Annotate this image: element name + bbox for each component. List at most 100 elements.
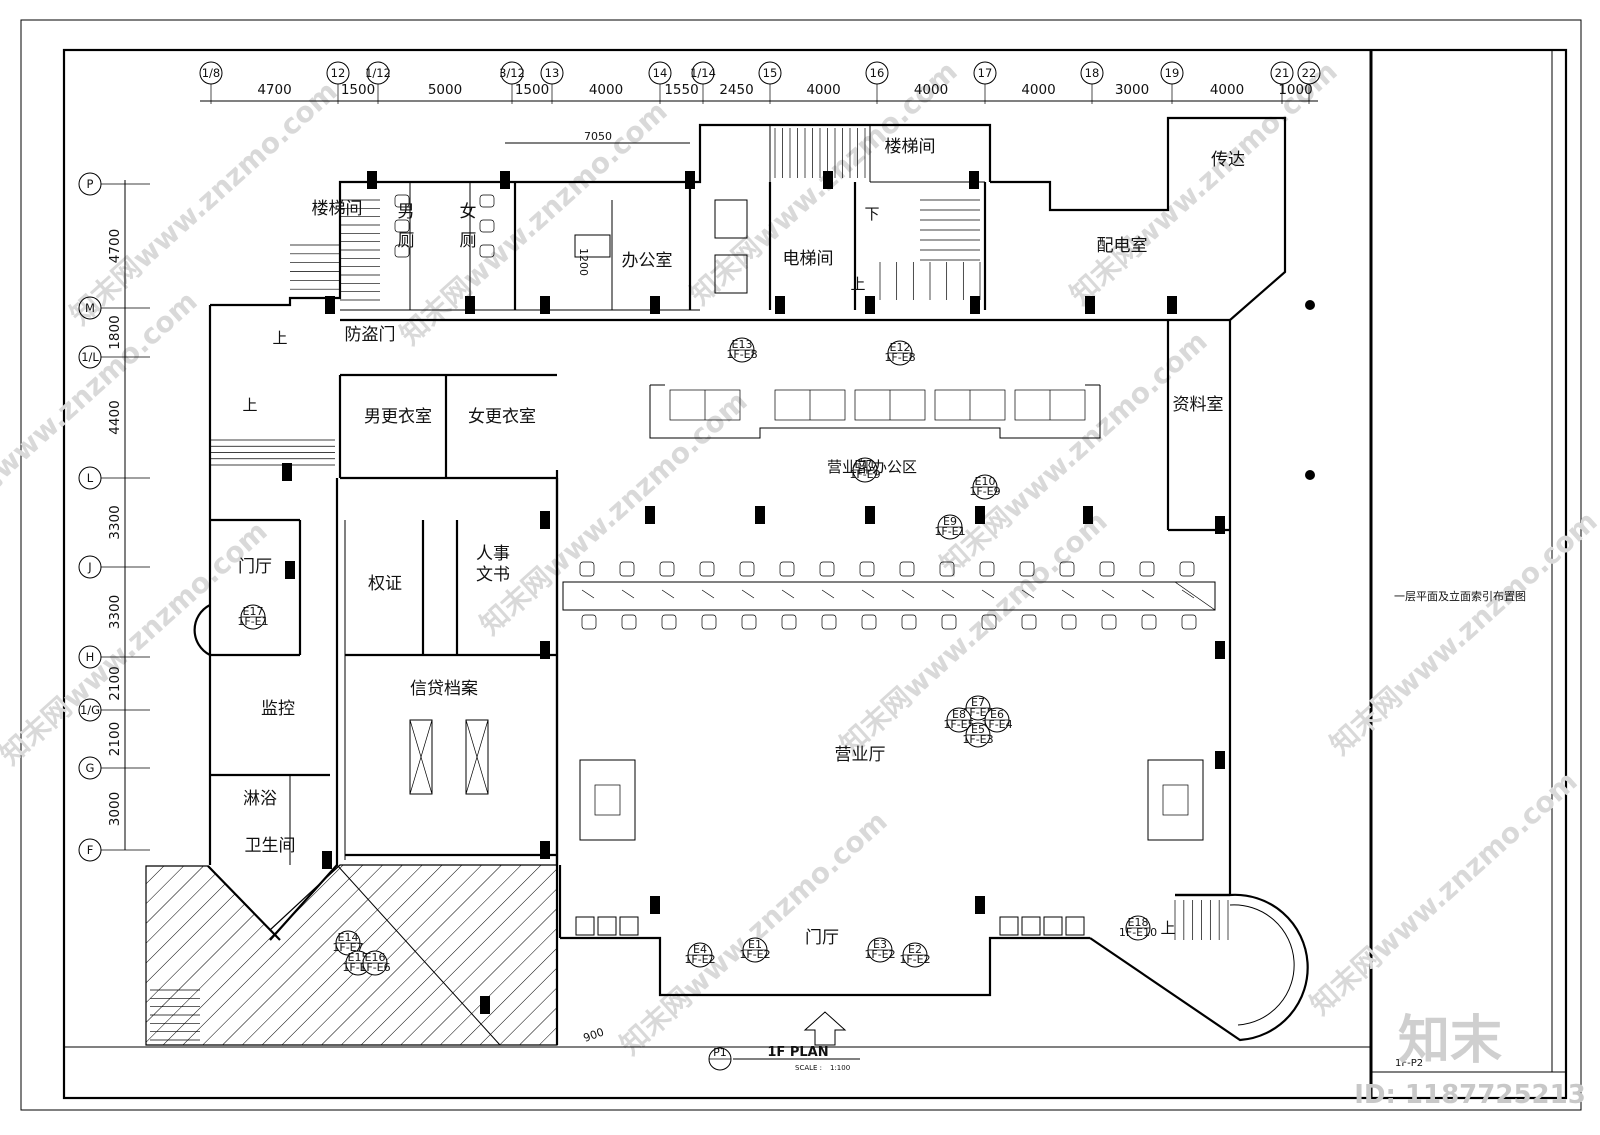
column [500,171,510,189]
column [285,561,295,579]
room-label: 女更衣室 [468,407,536,427]
elevation-tag-id: E7 [971,696,985,709]
room-label: 防盗门 [345,325,396,345]
furniture-layer [394,194,1204,936]
room-label: 女 [460,202,477,222]
room-label: 传达 [1211,150,1245,170]
elevation-tag-id: E11 [855,458,876,471]
teller-chair-customer [1141,614,1157,630]
teller-chair-customer [1021,614,1037,630]
counter-divider [981,589,995,599]
teller-chair-customer [861,614,877,630]
room-label: 门厅 [238,557,272,577]
teller-chair-staff [739,561,755,577]
counter-divider [821,589,835,599]
dimension-top: 1500 [341,82,375,98]
teller-chair-customer [941,614,957,630]
watermark-text: 知末网www.znzmo.com [0,515,274,772]
dimension-top: 3000 [1115,82,1149,98]
column [823,171,833,189]
elevation-tag-sheet: 1F-E8 [884,351,915,364]
counter-divider [1101,589,1115,599]
toilet-fixture [479,244,495,258]
column [322,851,332,869]
column [645,506,655,524]
plan-title: 1F PLAN [767,1045,828,1060]
teller-chair-staff [779,561,795,577]
elevation-tag-id: E3 [873,938,887,951]
dimension-top: 4000 [1210,82,1244,98]
dimension-left: 1800 [107,315,123,349]
watermark-text: 知末网www.znzmo.com [614,805,894,1062]
column [540,641,550,659]
counter-divider [1181,589,1195,599]
counter-divider [781,589,795,599]
dimension-left: 3300 [107,595,123,629]
teller-chair-staff [659,561,675,577]
room-label: 门厅 [805,928,839,948]
room-labels: 楼梯间男厕女厕办公室电梯间楼梯间传达配电室防盗门男更衣室女更衣室营业部办公区资料… [238,137,1245,948]
elevator-car [714,199,748,239]
grid-label-left: 1/L [81,350,99,364]
counter-divider [581,589,595,599]
column [325,296,335,314]
grid-label-left: J [87,560,91,574]
elevation-tag-id: E18 [1128,916,1149,929]
level-mark: 下 [864,205,879,223]
grid-label-left: L [87,471,94,485]
room-label: 男更衣室 [364,407,432,427]
partial-dim-label: 900 [582,1025,606,1044]
column [975,896,985,914]
column [975,506,985,524]
dimension-left: 4700 [107,229,123,263]
room-label: 楼梯间 [885,137,936,157]
elevation-tag-sheet: 1F-E1 [237,615,268,628]
elevation-tag-id: E13 [732,338,753,351]
elevation-tag-sheet: 1F-E5 [943,718,974,731]
teller-chair-staff [1139,561,1155,577]
column [865,506,875,524]
teller-chair-customer [701,614,717,630]
counter-divider [901,589,915,599]
sheet-title: 一层平面及立面索引布置图 [1394,589,1526,603]
room-label: 权证 [368,574,402,594]
column [480,996,490,1014]
room-label: 营业部办公区 [827,458,917,476]
dimension-top: 4000 [806,82,840,98]
teller-chair-customer [781,614,797,630]
teller-chair-customer [981,614,997,630]
counter-divider [1141,589,1155,599]
grid-label-top: 1/14 [690,66,716,80]
column [865,296,875,314]
grid-label-top: 1/8 [202,66,221,80]
sofa-set [1147,759,1204,841]
elevation-tag-id: E2 [908,943,922,956]
archive-shelf [409,719,433,795]
column [755,506,765,524]
room-label: 配电室 [1097,236,1148,256]
teller-chair-staff [899,561,915,577]
column [970,296,980,314]
shelf-cross [409,719,433,795]
counter-divider [1061,589,1075,599]
grid-label-top: 15 [763,66,778,80]
plan-tag: P1 [713,1046,727,1059]
grid-label-left: 1/G [80,703,100,717]
teller-chair-customer [1061,614,1077,630]
teller-chair-customer [1101,614,1117,630]
counter-divider [701,589,715,599]
teller-chair-customer [1181,614,1197,630]
dimension-left: 3300 [107,505,123,539]
toilet-fixture [479,219,495,233]
column [650,296,660,314]
counter-divider [941,589,955,599]
column [465,296,475,314]
teller-chair-staff [699,561,715,577]
toilet-fixture [394,244,410,258]
